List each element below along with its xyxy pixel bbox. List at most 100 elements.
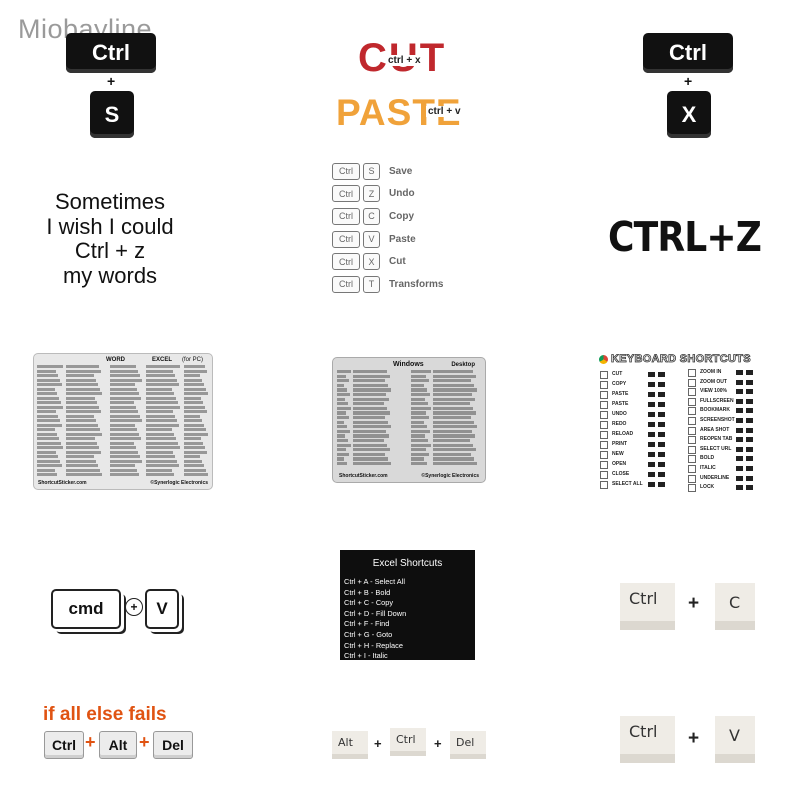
shortcut-label: PRINT	[612, 441, 627, 447]
list-item: Ctrl + G - Goto	[344, 629, 393, 639]
desktop-heading: Desktop	[451, 362, 475, 368]
text-line	[337, 439, 348, 443]
text-line	[110, 468, 137, 472]
text-line	[337, 374, 346, 378]
action-label: Copy	[389, 210, 414, 222]
text-line	[184, 378, 202, 382]
plus-sign: +	[688, 728, 700, 749]
del-key: Del	[153, 731, 193, 759]
text-line	[353, 452, 385, 456]
key-badge	[736, 379, 743, 385]
text-line	[146, 428, 172, 432]
text-line	[184, 441, 203, 445]
shortcut-icon	[688, 474, 696, 483]
text-line	[146, 432, 174, 436]
text-line	[110, 396, 141, 400]
alt-key: Alt	[99, 731, 137, 759]
text-line	[110, 428, 137, 432]
ctrl-key: Ctrl	[332, 253, 360, 271]
shortcut-label: ZOOM IN	[700, 369, 722, 375]
key-badge	[746, 379, 753, 385]
shortcut-label: ITALIC	[700, 465, 716, 471]
shortcut-label: SELECT URL	[700, 445, 732, 452]
text-line	[66, 459, 96, 463]
text-line	[411, 393, 430, 397]
shortcut-icon	[688, 436, 696, 445]
text-line	[110, 455, 140, 459]
shortcut-label: PASTE	[612, 391, 629, 397]
text-line	[433, 411, 476, 415]
shortcut-icon	[688, 388, 696, 397]
key-badge	[648, 412, 655, 417]
key-badge	[658, 442, 665, 447]
text-line	[37, 419, 60, 423]
text-line	[146, 414, 175, 418]
word-heading: WORD	[106, 357, 125, 363]
key-badge	[746, 466, 753, 471]
shortcut-icon	[600, 451, 608, 459]
shortcut-label: SCREENSHOT	[700, 417, 735, 423]
text-line	[37, 459, 60, 463]
c-key: C	[715, 583, 755, 630]
text-line	[146, 396, 176, 400]
shortcut-label: OPEN	[612, 461, 627, 467]
text-line	[184, 437, 201, 441]
text-line	[411, 429, 430, 433]
text-line	[37, 392, 57, 396]
text-line	[433, 406, 473, 410]
text-line	[146, 473, 174, 477]
shortcut-icon	[600, 381, 608, 389]
text-line	[37, 473, 57, 477]
text-line	[66, 401, 97, 405]
list-item: Ctrl + H - Replace	[344, 640, 403, 650]
shortcut-icon	[688, 378, 696, 387]
letter-key: C	[363, 207, 380, 225]
text-line	[146, 459, 177, 463]
text-line	[433, 402, 470, 406]
text-line	[110, 369, 138, 373]
shortcut-icon	[688, 397, 696, 406]
key-badge	[736, 408, 743, 414]
key-badge	[746, 475, 753, 481]
text-line	[37, 423, 62, 427]
key-badge	[658, 462, 665, 467]
plus-sign: +	[374, 736, 382, 751]
key-badge	[736, 398, 743, 404]
shortcut-icon	[688, 455, 696, 464]
shortcut-icon	[600, 461, 608, 469]
key-badge	[746, 370, 753, 375]
text-line	[353, 434, 389, 438]
text-line	[66, 369, 101, 373]
card-title: Excel Shortcuts	[372, 558, 443, 569]
text-line	[110, 464, 135, 468]
ctrl-key: Ctrl	[332, 162, 360, 180]
key-badge	[658, 392, 665, 397]
text-line	[337, 429, 350, 433]
text-line	[184, 401, 203, 405]
text-line	[353, 379, 385, 383]
text-line	[411, 388, 427, 392]
text-line	[110, 437, 141, 441]
text-line	[37, 396, 59, 400]
key-badge	[658, 372, 665, 377]
list-item: Ctrl + D - Fill Down	[344, 608, 407, 618]
text-line	[337, 457, 344, 461]
text-line	[37, 464, 62, 468]
text-line	[184, 369, 207, 373]
letter-key: X	[363, 253, 380, 271]
text-line	[110, 410, 138, 414]
key-badge	[658, 402, 665, 407]
text-line	[433, 434, 475, 438]
text-line	[110, 441, 134, 445]
text-line	[433, 393, 472, 397]
action-label: Save	[389, 165, 413, 177]
key-badge	[746, 418, 753, 423]
shortcut-label: CLOSE	[612, 471, 630, 477]
text-line	[184, 419, 202, 423]
text-line	[66, 374, 94, 378]
text-line	[37, 401, 61, 405]
text-line	[66, 419, 96, 423]
key-badge	[658, 482, 665, 487]
text-line	[37, 410, 56, 414]
plus-sign: +	[684, 73, 693, 89]
